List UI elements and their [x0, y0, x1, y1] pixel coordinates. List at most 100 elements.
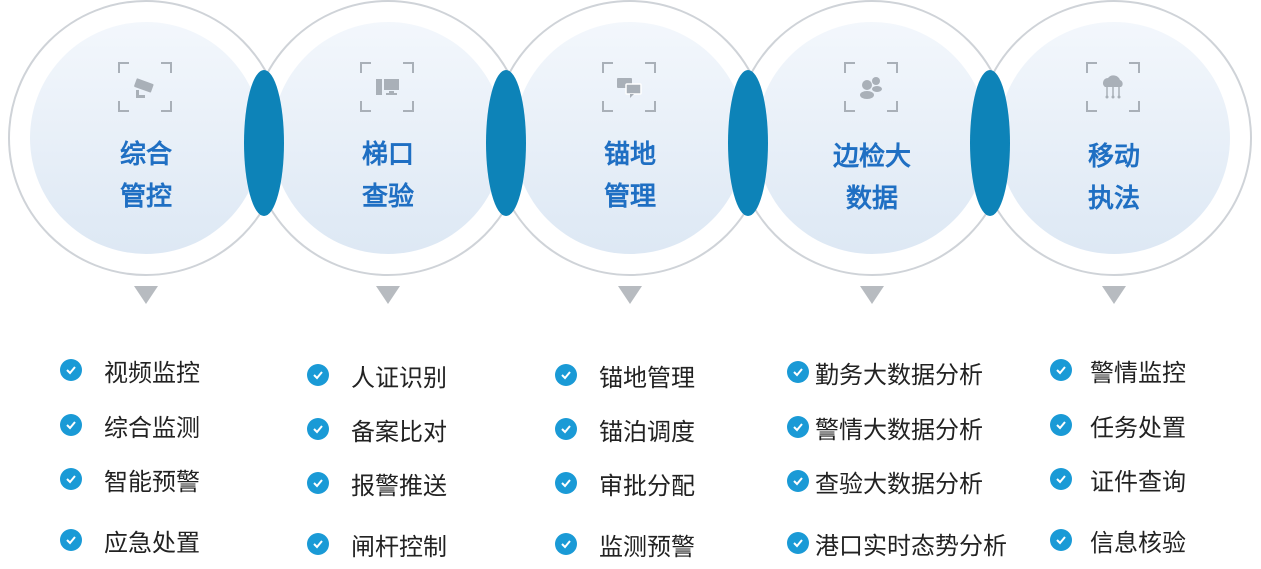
check-icon — [60, 468, 82, 490]
overlap-lens — [970, 70, 1010, 216]
title-mobile-enforcement: 移动 执法 — [1044, 136, 1184, 220]
title-anchorage-management: 锚地 管理 — [560, 134, 700, 218]
check-icon — [555, 418, 577, 440]
circle-mobile-enforcement — [976, 0, 1252, 276]
list-item: 人证识别 — [307, 359, 447, 392]
item-label: 应急处置 — [104, 528, 200, 557]
circle-inner — [514, 22, 746, 254]
check-icon — [1050, 414, 1072, 436]
item-label: 锚泊调度 — [599, 417, 695, 446]
title-line-1: 边检大 — [832, 142, 911, 172]
item-label: 智能预警 — [104, 467, 200, 496]
list-item: 证件查询 — [1050, 463, 1186, 496]
list-item: 智能预警 — [60, 463, 200, 496]
pointer-arrow — [376, 286, 400, 304]
title-line-2: 管理 — [603, 182, 656, 212]
check-icon — [787, 470, 809, 492]
list-item: 闸杆控制 — [307, 528, 447, 561]
item-label: 人证识别 — [351, 363, 447, 392]
camera-icon — [118, 62, 172, 112]
overlap-lens — [486, 70, 526, 216]
item-label: 综合监测 — [104, 413, 200, 442]
pointer-arrow — [860, 286, 884, 304]
list-item: 信息核验 — [1050, 524, 1186, 557]
item-label: 锚地管理 — [599, 363, 695, 392]
check-icon — [307, 364, 329, 386]
item-label: 证件查询 — [1090, 467, 1186, 496]
title-line-1: 梯口 — [361, 140, 414, 170]
list-item: 查验大数据分析 — [787, 465, 983, 498]
check-icon — [307, 418, 329, 440]
list-item: 报警推送 — [307, 467, 447, 500]
circle-anchorage-management — [492, 0, 768, 276]
title-gangway-inspection: 梯口 查验 — [318, 134, 458, 218]
list-item: 应急处置 — [60, 524, 200, 557]
check-icon — [555, 472, 577, 494]
cloud-network-icon — [1086, 62, 1140, 112]
list-item: 勤务大数据分析 — [787, 356, 983, 389]
computer-icon — [360, 62, 414, 112]
list-item: 视频监控 — [60, 354, 200, 387]
list-item: 备案比对 — [307, 413, 447, 446]
check-icon — [307, 472, 329, 494]
circle-gangway-inspection — [250, 0, 526, 276]
circle-inner — [756, 22, 988, 254]
check-icon — [60, 414, 82, 436]
list-item: 任务处置 — [1050, 409, 1186, 442]
title-line-2: 查验 — [361, 182, 414, 212]
pointer-arrow — [1102, 286, 1126, 304]
check-icon — [60, 359, 82, 381]
check-icon — [555, 364, 577, 386]
list-item: 港口实时态势分析 — [787, 527, 1007, 560]
circle-inner — [272, 22, 504, 254]
title-line-1: 移动 — [1087, 142, 1140, 172]
item-label: 港口实时态势分析 — [815, 531, 1007, 560]
overlap-lens — [728, 70, 768, 216]
title-line-2: 管控 — [119, 182, 172, 212]
item-label: 任务处置 — [1090, 413, 1186, 442]
item-label: 查验大数据分析 — [815, 469, 983, 498]
check-icon — [1050, 529, 1072, 551]
circle-inner — [30, 22, 262, 254]
check-icon — [787, 361, 809, 383]
title-line-1: 综合 — [119, 140, 172, 170]
check-icon — [1050, 359, 1072, 381]
users-icon — [844, 62, 898, 112]
check-icon — [307, 533, 329, 555]
list-item: 警情大数据分析 — [787, 411, 983, 444]
chat-icon — [602, 62, 656, 112]
circle-comprehensive-control — [8, 0, 284, 276]
circle-border-big-data — [734, 0, 1010, 276]
title-line-1: 锚地 — [603, 140, 656, 170]
check-icon — [1050, 468, 1072, 490]
title-comprehensive-control: 综合 管控 — [76, 134, 216, 218]
item-label: 勤务大数据分析 — [815, 360, 983, 389]
check-icon — [555, 533, 577, 555]
title-border-big-data: 边检大 数据 — [802, 136, 942, 220]
item-label: 警情监控 — [1090, 358, 1186, 387]
title-line-2: 执法 — [1087, 184, 1140, 214]
item-label: 警情大数据分析 — [815, 415, 983, 444]
list-item: 监测预警 — [555, 528, 695, 561]
item-label: 信息核验 — [1090, 528, 1186, 557]
check-icon — [787, 532, 809, 554]
item-label: 备案比对 — [351, 417, 447, 446]
overlap-lens — [244, 70, 284, 216]
circle-inner — [998, 22, 1230, 254]
item-label: 视频监控 — [104, 358, 200, 387]
list-item: 审批分配 — [555, 467, 695, 500]
list-item: 锚地管理 — [555, 359, 695, 392]
check-icon — [60, 529, 82, 551]
item-label: 监测预警 — [599, 532, 695, 561]
list-item: 锚泊调度 — [555, 413, 695, 446]
list-item: 警情监控 — [1050, 354, 1186, 387]
pointer-arrow — [134, 286, 158, 304]
check-icon — [787, 416, 809, 438]
list-item: 综合监测 — [60, 409, 200, 442]
item-label: 闸杆控制 — [351, 532, 447, 561]
item-label: 报警推送 — [351, 471, 447, 500]
title-line-2: 数据 — [845, 184, 898, 214]
item-label: 审批分配 — [599, 471, 695, 500]
pointer-arrow — [618, 286, 642, 304]
